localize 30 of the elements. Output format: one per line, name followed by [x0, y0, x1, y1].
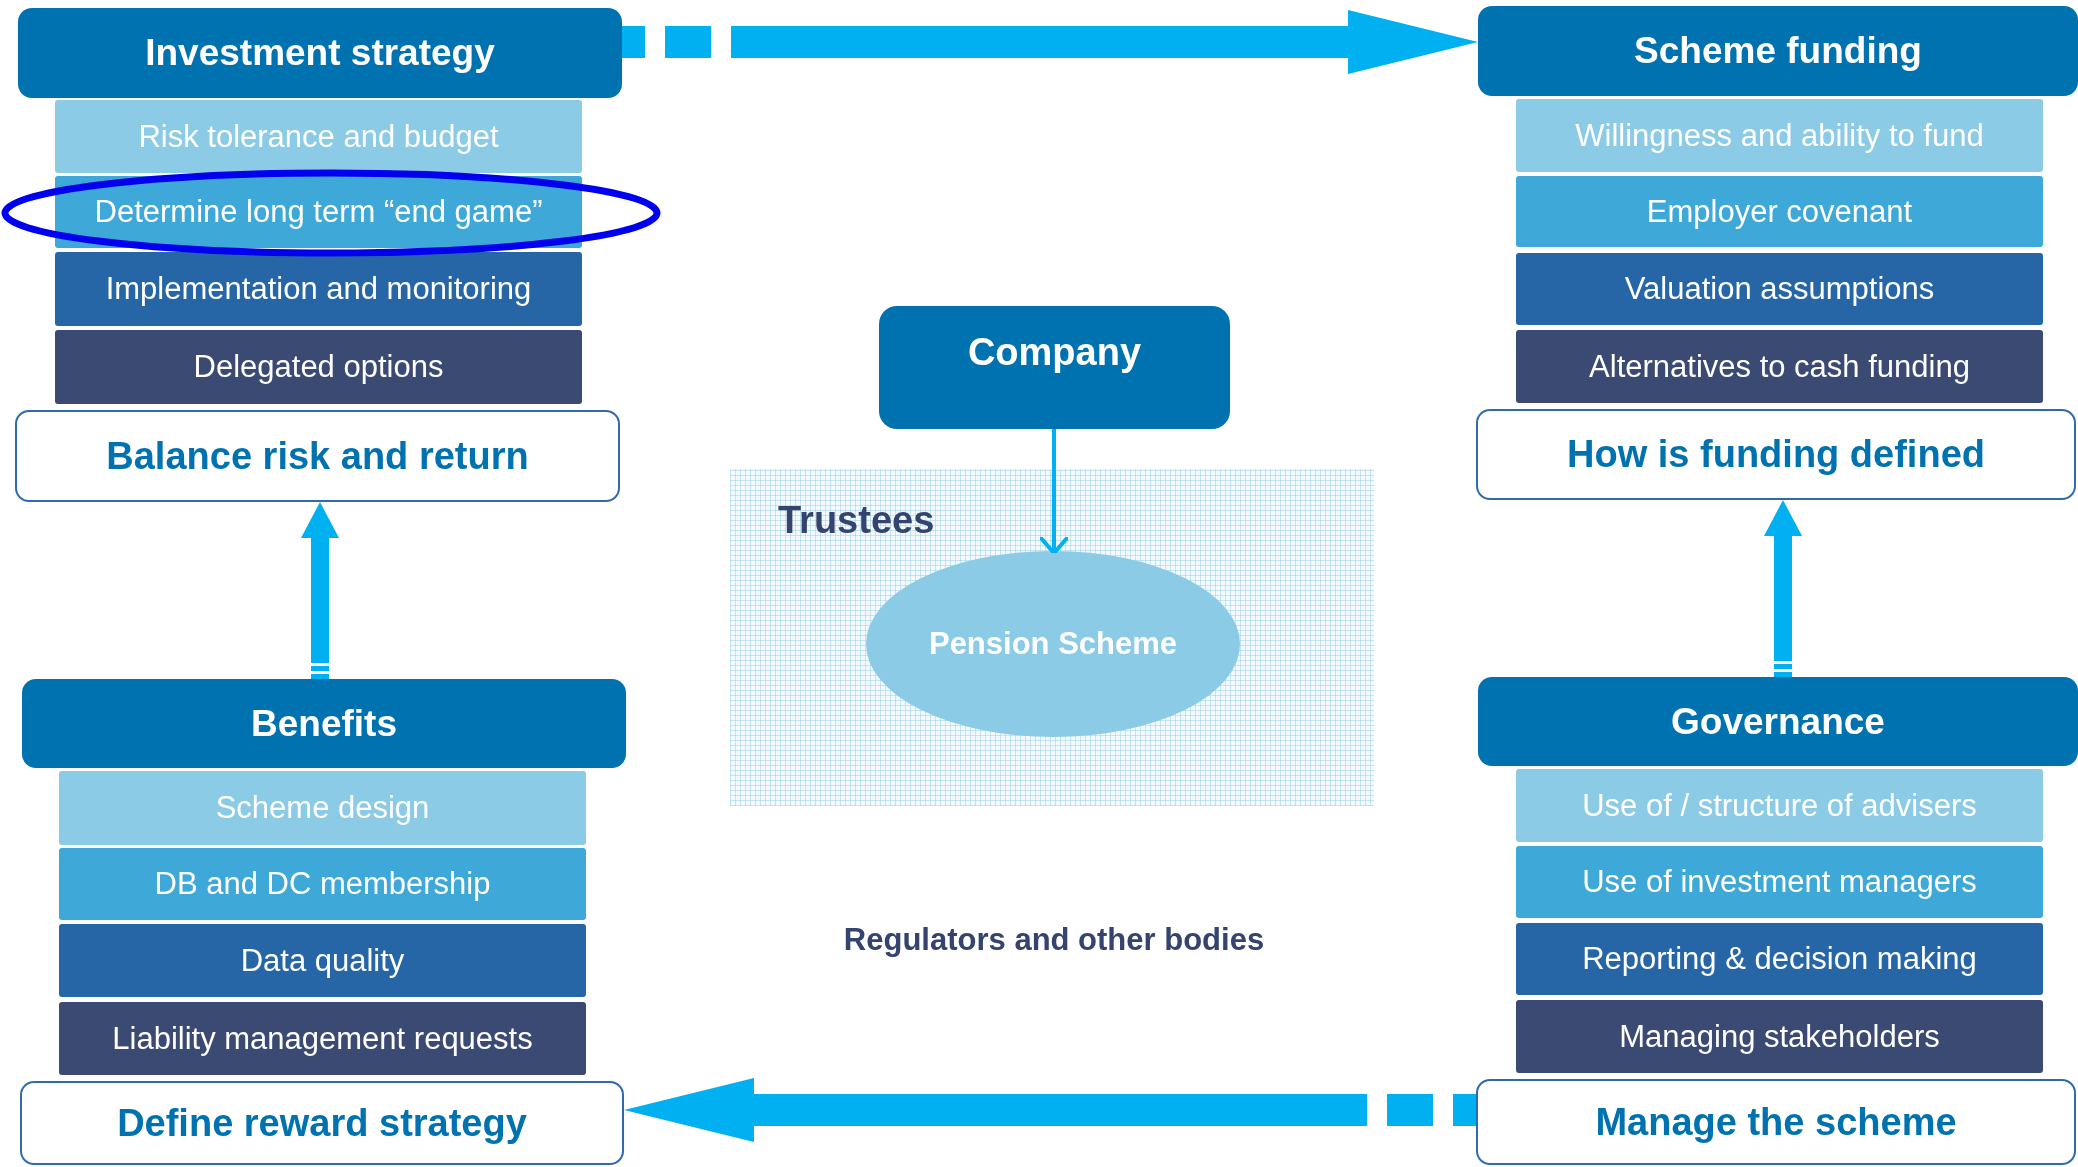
scheme-ellipse: Pension Scheme	[866, 551, 1240, 737]
outcome-box: Balance risk and return	[15, 410, 620, 502]
topic-bar: Scheme design	[59, 771, 586, 845]
outcome-box: Define reward strategy	[20, 1081, 624, 1165]
topic-bar: Liability management requests	[59, 1002, 586, 1075]
trustees-area	[730, 469, 1374, 806]
outcome-box: Manage the scheme	[1476, 1079, 2076, 1165]
arrow	[1038, 429, 1070, 555]
topic-bar: Employer covenant	[1516, 176, 2043, 247]
section-header: Governance	[1478, 677, 2078, 766]
section-header: Benefits	[22, 679, 626, 768]
topic-bar: Use of / structure of advisers	[1516, 769, 2043, 842]
topic-bar: DB and DC membership	[59, 848, 586, 920]
topic-bar: Implementation and monitoring	[55, 252, 582, 326]
section-header: Scheme funding	[1478, 6, 2078, 96]
outcome-box: How is funding defined	[1476, 409, 2076, 500]
area-label: Trustees	[778, 499, 935, 542]
topic-bar: Use of investment managers	[1516, 846, 2043, 918]
topic-bar: Determine long term “end game”	[55, 176, 582, 248]
topic-bar: Managing stakeholders	[1516, 1000, 2043, 1073]
topic-bar: Willingness and ability to fund	[1516, 99, 2043, 172]
section-header: Investment strategy	[18, 8, 622, 98]
topic-bar: Reporting & decision making	[1516, 923, 2043, 995]
note-text: Regulators and other bodies	[842, 922, 1266, 958]
topic-bar: Data quality	[59, 924, 586, 997]
topic-bar: Risk tolerance and budget	[55, 100, 582, 173]
topic-bar: Valuation assumptions	[1516, 253, 2043, 325]
topic-bar: Delegated options	[55, 330, 582, 404]
company-box: Company	[879, 306, 1230, 429]
topic-bar: Alternatives to cash funding	[1516, 330, 2043, 403]
